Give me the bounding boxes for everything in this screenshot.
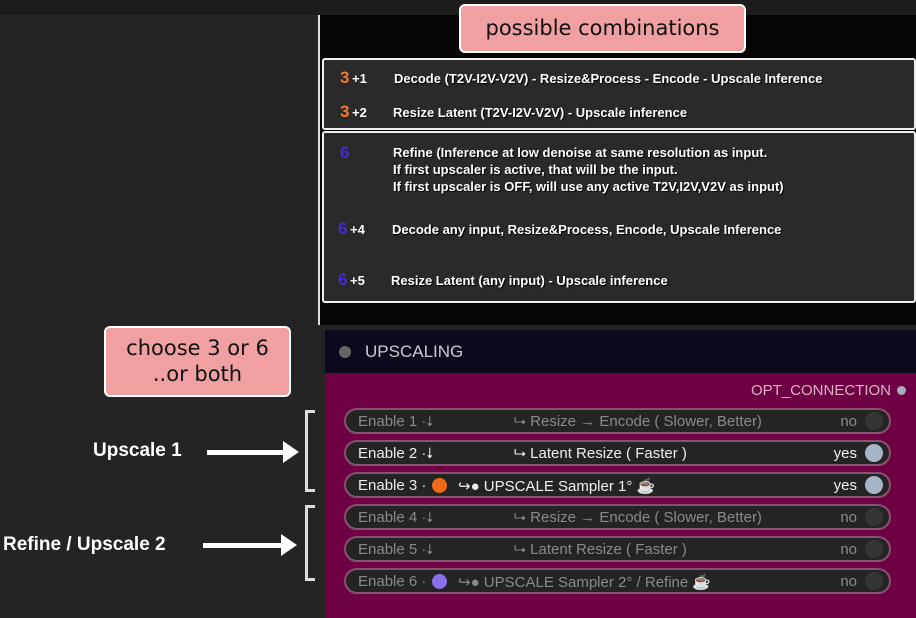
output-dot-icon[interactable] xyxy=(897,386,906,395)
callout-line2: ..or both xyxy=(152,362,243,386)
arrow-icon xyxy=(203,534,297,556)
refine-label: Refine / Upscale 2 xyxy=(3,534,166,555)
toggle-switch[interactable] xyxy=(865,412,883,430)
upscaling-node[interactable]: UPSCALING OPT_CONNECTION Enable 1 ·⭣ ⮡ Re… xyxy=(325,330,916,618)
combo-text: Resize Latent (any input) - Upscale infe… xyxy=(391,273,668,288)
toggle-description: ⮡ Resize → Encode ( Slower, Better) xyxy=(514,413,762,430)
toggle-description: ⮡ Latent Resize ( Faster ) xyxy=(514,445,687,462)
combinations-title: possible combinations xyxy=(459,4,746,53)
top-strip xyxy=(0,0,916,15)
combinations-panel: 3 +1 Decode (T2V-I2V-V2V) - Resize&Proce… xyxy=(318,15,916,325)
choose-callout: choose 3 or 6 ..or both xyxy=(104,326,291,397)
node-header[interactable]: UPSCALING xyxy=(325,330,916,373)
toggle-label: Enable 1 ·⭣ xyxy=(358,413,434,430)
bracket-upscale2 xyxy=(305,505,315,581)
node-title: UPSCALING xyxy=(365,341,464,361)
combo-text: Decode any input, Resize&Process, Encode… xyxy=(392,222,782,237)
bracket-upscale1 xyxy=(305,410,315,492)
combo-plus: +1 xyxy=(352,71,367,86)
output-slot[interactable]: OPT_CONNECTION xyxy=(751,382,906,399)
toggle-label: Enable 2 ·⭣ xyxy=(358,445,434,462)
color-dot-icon xyxy=(432,574,447,591)
toggle-switch[interactable] xyxy=(865,476,883,494)
toggle-label: Enable 6 · xyxy=(358,573,427,590)
arrow-icon xyxy=(207,441,299,463)
combo-num: 3 xyxy=(340,68,350,87)
output-label: OPT_CONNECTION xyxy=(750,382,891,399)
combo-group-3: 3 +1 Decode (T2V-I2V-V2V) - Resize&Proce… xyxy=(322,58,916,130)
combo-group-6: 6 Refine (Inference at low denoise at sa… xyxy=(322,131,916,303)
toggle-value: no xyxy=(840,573,857,590)
toggle-switch[interactable] xyxy=(865,508,883,526)
combo-plus: +5 xyxy=(350,273,365,288)
combo-text: Decode (T2V-I2V-V2V) - Resize&Process - … xyxy=(394,71,823,86)
toggle-description: ⮡ Latent Resize ( Faster ) xyxy=(514,541,687,558)
combo-num: 3 xyxy=(340,102,350,121)
toggle-row-enable-3[interactable]: Enable 3 · ↪● UPSCALE Sampler 1° ☕ yes xyxy=(344,472,891,498)
toggle-label: Enable 4 ·⭣ xyxy=(358,509,434,526)
callout-line1: choose 3 or 6 xyxy=(126,336,269,360)
toggle-value: no xyxy=(840,509,857,526)
combo-plus: +4 xyxy=(350,222,365,237)
toggle-value: no xyxy=(840,413,857,430)
combo-num: 6 xyxy=(338,270,348,289)
collapse-dot-icon[interactable] xyxy=(339,345,351,358)
combo-text: Refine (Inference at low denoise at same… xyxy=(393,145,768,160)
toggle-switch[interactable] xyxy=(865,572,883,590)
toggle-label: Enable 5 ·⭣ xyxy=(358,541,434,558)
toggle-switch[interactable] xyxy=(865,444,883,462)
toggle-switch[interactable] xyxy=(865,540,883,558)
combo-num: 6 xyxy=(340,143,350,162)
toggle-row-enable-1[interactable]: Enable 1 ·⭣ ⮡ Resize → Encode ( Slower, B… xyxy=(344,408,891,434)
toggle-value: yes xyxy=(833,445,857,462)
color-dot-icon xyxy=(432,478,447,495)
toggle-value: no xyxy=(840,541,857,558)
combo-num: 6 xyxy=(338,219,348,238)
toggle-row-enable-5[interactable]: Enable 5 ·⭣ ⮡ Latent Resize ( Faster ) no xyxy=(344,536,891,562)
toggle-row-enable-4[interactable]: Enable 4 ·⭣ ⮡ Resize → Encode ( Slower, B… xyxy=(344,504,891,530)
toggle-description: ⮡ Resize → Encode ( Slower, Better) xyxy=(514,509,762,526)
upscale1-label: Upscale 1 xyxy=(93,440,182,461)
toggle-value: yes xyxy=(833,477,857,494)
combo-text: If first upscaler is active, that will b… xyxy=(393,162,678,177)
combo-plus: +2 xyxy=(352,105,367,120)
combo-text: If first upscaler is OFF, will use any a… xyxy=(393,179,784,194)
toggle-description: ↪● UPSCALE Sampler 2° / Refine ☕ xyxy=(458,574,712,591)
combo-text: Resize Latent (T2V-I2V-V2V) - Upscale in… xyxy=(393,105,688,120)
toggle-row-enable-2[interactable]: Enable 2 ·⭣ ⮡ Latent Resize ( Faster ) yes xyxy=(344,440,891,466)
toggle-description: ↪● UPSCALE Sampler 1° ☕ xyxy=(458,478,656,495)
toggle-label: Enable 3 · xyxy=(358,477,427,494)
toggle-row-enable-6[interactable]: Enable 6 · ↪● UPSCALE Sampler 2° / Refine… xyxy=(344,568,891,594)
